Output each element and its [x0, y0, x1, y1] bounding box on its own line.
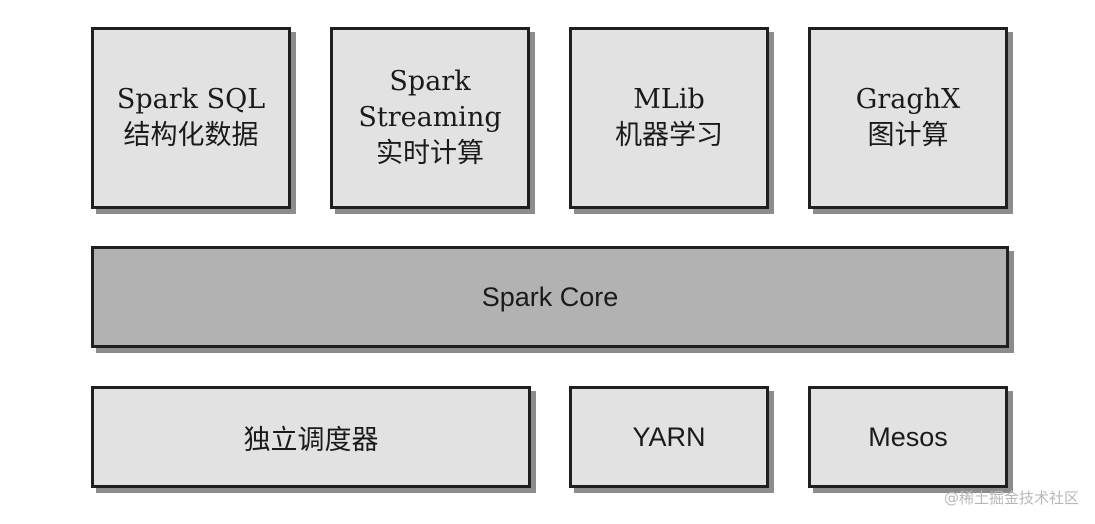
mesos-box: Mesos — [808, 386, 1008, 488]
watermark: @稀土掘金技术社区 — [943, 489, 1079, 507]
graphx-title: GraghX — [855, 84, 961, 115]
standalone-scheduler-box: 独立调度器 — [91, 386, 531, 488]
spark-streaming-title-1: Spark — [389, 66, 471, 97]
mlib-subtitle: 机器学习 — [615, 120, 723, 151]
mlib-box: MLib 机器学习 — [569, 27, 769, 209]
yarn-box: YARN — [569, 386, 769, 488]
spark-core-label: Spark Core — [481, 281, 619, 312]
spark-sql-box: Spark SQL 结构化数据 — [91, 27, 291, 209]
mesos-label: Mesos — [868, 421, 948, 452]
spark-streaming-subtitle: 实时计算 — [376, 138, 484, 169]
spark-core-box: Spark Core — [91, 246, 1009, 348]
spark-streaming-title-2: Streaming — [358, 102, 502, 133]
spark-streaming-box: Spark Streaming 实时计算 — [330, 27, 530, 209]
yarn-label: YARN — [632, 421, 706, 452]
graphx-subtitle: 图计算 — [867, 120, 949, 151]
spark-sql-subtitle: 结构化数据 — [123, 120, 259, 151]
spark-sql-title: Spark SQL — [116, 84, 266, 115]
mlib-title: MLib — [633, 84, 705, 115]
standalone-scheduler-label: 独立调度器 — [243, 424, 379, 455]
graphx-box: GraghX 图计算 — [808, 27, 1008, 209]
